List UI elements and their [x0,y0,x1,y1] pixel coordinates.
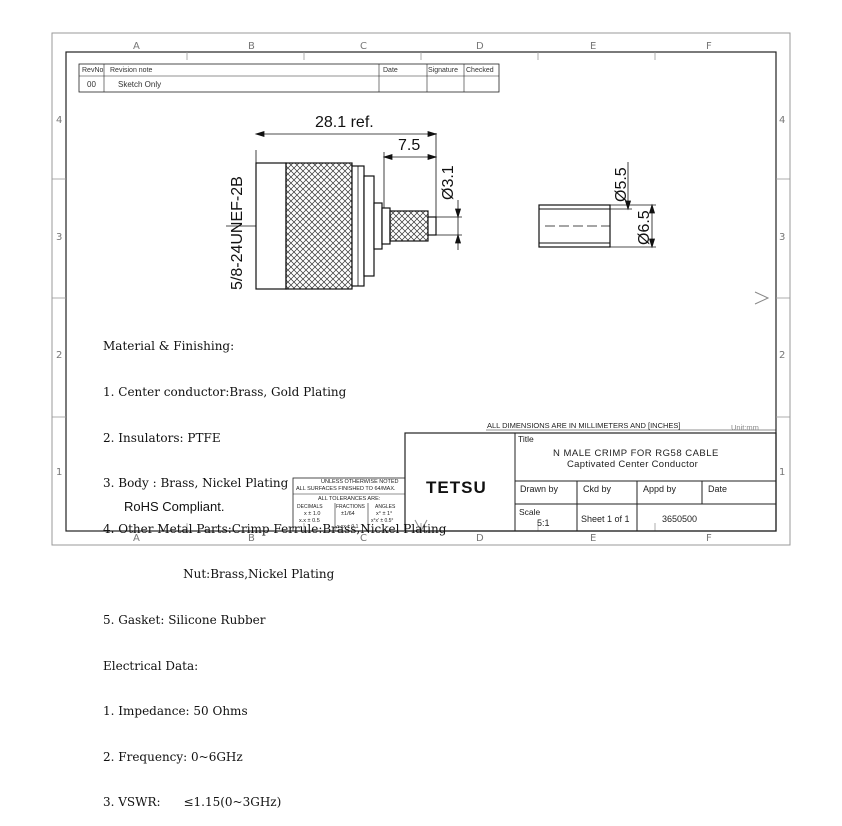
zone-col-d-top: D [476,41,484,52]
drawing-sheet [51,32,791,546]
zone-col-e-bottom: E [590,533,597,544]
zone-col-a-top: A [133,41,140,52]
zone-row-3-left: 3 [56,232,63,243]
company-logo-text: TETSU [426,478,487,497]
drawn-by-label: Drawn by [520,484,559,494]
note-line: 5. Gasket: Silicone Rubber [103,612,266,627]
dimension-units-note: ALL DIMENSIONS ARE IN MILLIMETERS AND [I… [487,421,681,430]
zone-row-2-left: 2 [56,350,63,361]
zone-col-c-bottom: C [360,533,367,544]
title-line-2: Captivated Center Conductor [567,459,699,470]
dim-ferrule-length: 7.5 [398,137,421,154]
zone-col-e-top: E [590,41,597,52]
rev-row-note: Sketch Only [118,80,162,89]
rev-header-checked: Checked [466,67,494,74]
note-line: 2. Frequency: 0~6GHz [103,749,243,764]
zone-row-1-left: 1 [56,467,63,478]
checked-by-label: Ckd by [583,484,612,494]
tolerance-line2: ALL SURFACES FINISHED TO 64/MAX. [296,486,396,492]
rohs-statement: RoHS Compliant. [124,499,225,514]
tolerance-col-fractions: FRACTIONS [336,504,365,510]
zone-row-4-right: 4 [779,115,786,126]
tolerance-dec2: x.x ± 0.5 [299,518,320,524]
tolerance-frac1: ±1/64 [341,511,355,517]
tolerance-frac2: x.xx ± 0.1 [337,524,359,530]
material-notes: Material & Finishing: 1. Center conducto… [103,309,446,826]
unit-label: Unit:mm [731,423,759,432]
dim-overall-length: 28.1 ref. [315,114,374,131]
scale-value: 5:1 [537,518,550,528]
dim-ferrule-inner-diameter: Ø5.5 [613,167,630,202]
rev-header-signature: Signature [428,67,458,74]
date-label: Date [708,484,728,494]
dim-pin-diameter: Ø3.1 [440,165,457,200]
rev-header-note: Revision note [110,67,153,74]
zone-row-2-right: 2 [779,350,786,361]
zone-col-f-bottom: F [706,533,712,544]
zone-col-b-bottom: B [248,533,255,544]
tolerance-col-decimals: DECIMALS [297,504,323,510]
zone-row-3-right: 3 [779,232,786,243]
tolerance-ang1: x° ± 1° [376,511,393,517]
rev-header-revno: RevNo [82,67,104,74]
tolerance-line1: UNLESS OTHERWISE NOTED [321,479,399,485]
zone-col-a-bottom: A [133,533,140,544]
tolerance-ang2: x°x' ± 0.5° [371,518,394,524]
rev-row-revno: 00 [87,80,96,89]
zone-col-f-top: F [706,41,712,52]
note-line: 3. VSWR: ≤1.15(0~3GHz) [103,795,282,810]
title-line-1: N MALE CRIMP FOR RG58 CABLE [553,448,719,459]
note-line: 1. Center conductor:Brass, Gold Plating [103,385,347,399]
scale-label: Scale [519,507,541,517]
note-line: Material & Finishing: [103,339,235,354]
part-number: 3650500 [662,514,698,524]
note-line: 1. Impedance: 50 Ohms [103,704,248,719]
zone-row-4-left: 4 [56,115,63,126]
dim-ferrule-outer-diameter: Ø6.5 [636,210,653,245]
note-line: Nut:Brass,Nickel Plating [103,567,335,582]
sheet-number: Sheet 1 of 1 [581,514,630,524]
rev-header-date: Date [383,67,398,74]
zone-col-b-top: B [248,41,255,52]
thread-spec-label: 5/8-24UNEF-2B [229,176,246,290]
note-line: 2. Insulators: PTFE [103,430,221,445]
tolerance-dec1: x ± 1.0 [304,511,321,517]
note-line: 3. Body : Brass, Nickel Plating [103,476,289,491]
tolerance-col-angles: ANGLES [375,504,396,510]
approved-by-label: Appd by [643,484,677,494]
title-label: Title [518,434,534,444]
note-line: Electrical Data: [103,658,199,673]
zone-row-1-right: 1 [779,467,786,478]
tolerance-line3: ALL TOLERANCES ARE: [318,496,381,502]
zone-col-c-top: C [360,41,367,52]
zone-col-d-bottom: D [476,533,484,544]
note-line: 4. Other Metal Parts:Crimp Ferrule:Brass… [103,521,447,536]
